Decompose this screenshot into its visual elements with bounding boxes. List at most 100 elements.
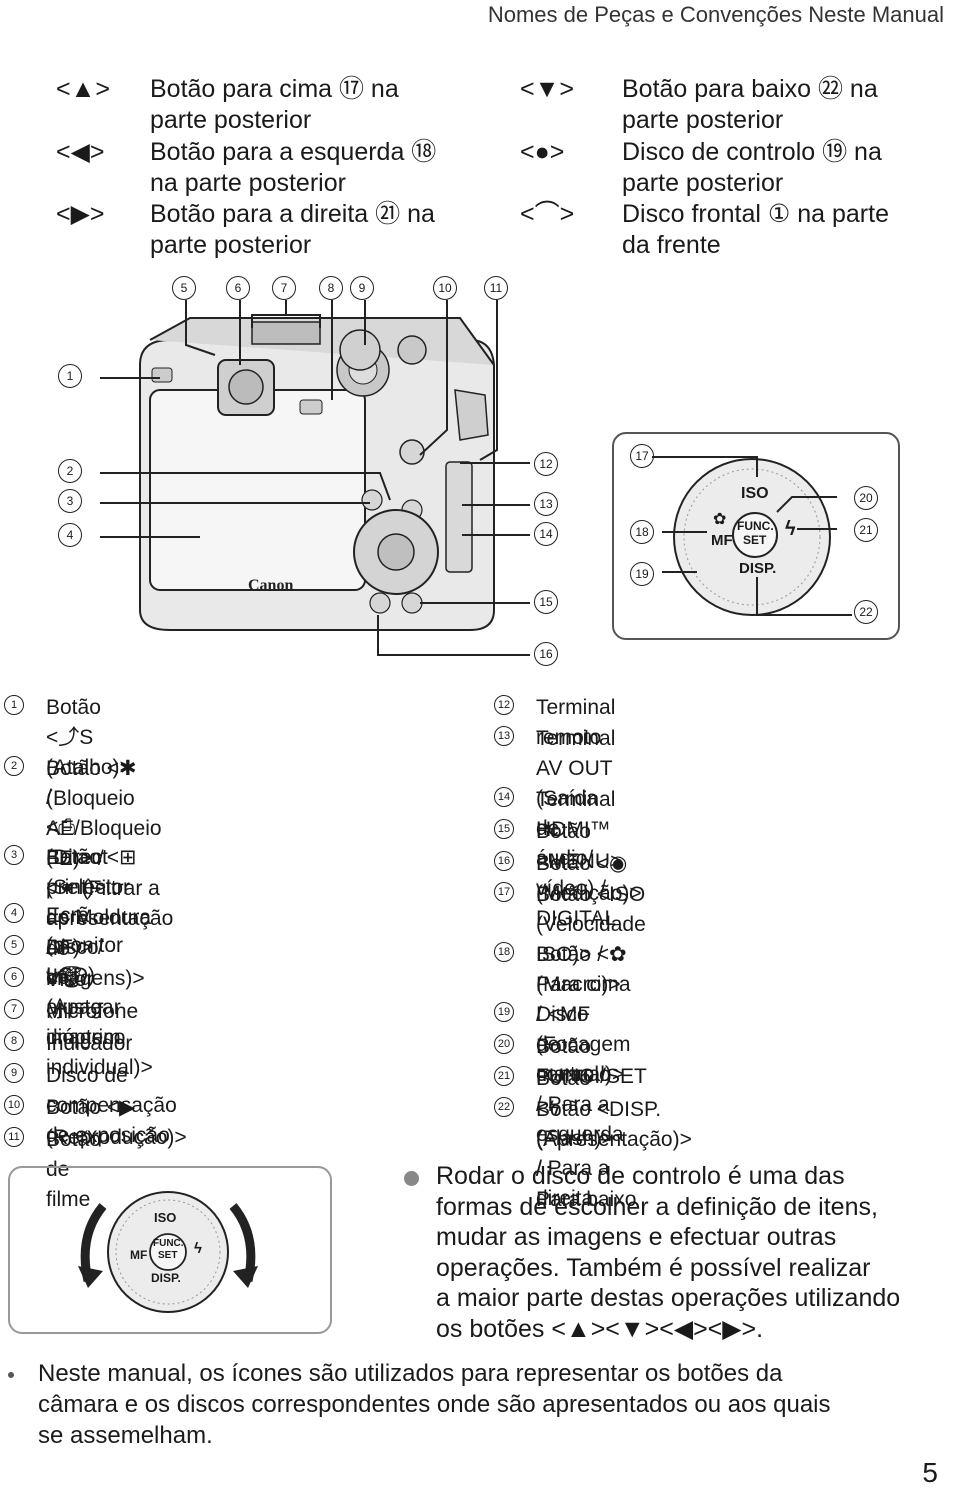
legend-line: Botão para cima ⑰ na: [150, 75, 399, 103]
callout-9: 9: [350, 276, 374, 300]
note-line: Rodar o disco de controlo é uma das: [436, 1162, 845, 1190]
legend-line: Disco de controlo ⑲ na: [622, 138, 882, 166]
part-text: <⎙ (Direct print)>: [46, 816, 108, 899]
part-text: Botão <✱ (Bloqueio AE/Bloqueio FE)> /: [46, 757, 162, 870]
legend-line: na parte posterior: [150, 169, 346, 197]
part-text: <🗑 (Apagar imagem individual)>: [46, 966, 153, 1079]
callout-3: 3: [58, 489, 82, 513]
callout-19: 19: [630, 562, 654, 586]
part-text: Visor: [46, 968, 94, 991]
legend-line: Disco frontal ① na parte: [622, 200, 889, 228]
legend-line: parte posterior: [150, 231, 312, 259]
note-line: a maior parte destas operações utilizand…: [436, 1284, 901, 1312]
part-text: Botão <MENU>: [536, 820, 623, 873]
legend-line: Botão para baixo ㉒ na: [622, 75, 878, 103]
legend-line: parte posterior: [150, 106, 312, 134]
dial-label-func: FUNC.: [737, 519, 774, 533]
part-text: Botão de filme: [46, 1128, 101, 1211]
callout-6: 6: [226, 276, 250, 300]
note-line: formas de escolher a definição de itens,: [436, 1192, 878, 1221]
callout-13: 13: [534, 492, 558, 516]
part-number: 8: [4, 1031, 24, 1051]
part-text: Botão <DISP. (Apresentação)> /: [536, 1098, 692, 1181]
callout-14: 14: [534, 522, 558, 546]
legend-line: Botão para a direita ㉑ na: [150, 200, 435, 228]
running-header: Nomes de Peças e Convenções Neste Manual: [487, 2, 944, 27]
part-text: Indicador: [46, 1032, 133, 1055]
part-text: <⚭ (Filtrar a apresentação: [46, 877, 174, 930]
part-number: 22: [494, 1097, 514, 1117]
note-line: mudar as imagens e efectuar outras: [436, 1223, 837, 1251]
part-text: Disco de compensação de exposição: [46, 1064, 177, 1147]
part-text: Microfone: [46, 1000, 139, 1023]
rotate-right-arrow-icon: [233, 1266, 258, 1288]
dial-label-mf: MF: [130, 1248, 148, 1262]
dial-rotation-panel: [8, 1166, 332, 1334]
part-text: Disco de controlo: [536, 1003, 611, 1086]
control-dial-panel: [612, 432, 900, 640]
part-text: manual)> / Para a esquerda: [536, 1063, 625, 1146]
callout-10: 10: [433, 276, 457, 300]
legend-line: da frente: [622, 231, 721, 259]
dial-label-func: FUNC.: [153, 1238, 184, 1249]
dial-label-set: SET: [743, 533, 767, 547]
part-text: de imagens)>: [46, 937, 145, 990]
camera-back-illustration: Canon: [100, 300, 530, 656]
part-number: 1: [4, 695, 24, 715]
dial-rotation-illustration: [78, 1191, 258, 1313]
right-arrow-icon: <▶>: [56, 200, 105, 228]
part-number: 13: [494, 726, 514, 746]
dial-label-iso: ISO: [154, 1210, 177, 1225]
macro-icon: ✿: [713, 511, 727, 528]
legend-left: <◀> Botão para a esquerda ⑱ na parte post…: [56, 137, 476, 199]
control-dial-closeup: [652, 456, 852, 616]
part-text: Para baixo: [536, 1188, 637, 1211]
part-text: Botão <ISO (Velocidade ISO)> /: [536, 883, 646, 966]
camera-brand-logo: Canon: [248, 577, 293, 594]
rotate-left-arrow-icon: [78, 1266, 103, 1288]
flash-icon: ϟ: [785, 518, 796, 540]
part-text: Botão <ϟ (Flash)> / Para a direita: [536, 1067, 614, 1210]
dial-label-disp: DISP.: [151, 1271, 181, 1285]
up-arrow-icon: <▲>: [56, 75, 110, 103]
part-number: 18: [494, 942, 514, 962]
part-text: Botão <⤴S (Atalho)> /: [46, 696, 132, 809]
bullet-dot-icon: [8, 1372, 14, 1378]
legend-line: parte posterior: [622, 106, 784, 134]
legend-line: Botão para a esquerda ⑱: [150, 138, 437, 166]
note-line: os botões <▲><▼><◀><▶>.: [436, 1314, 764, 1343]
flash-icon: ϟ: [194, 1240, 202, 1257]
part-number: 20: [494, 1034, 514, 1054]
part-text: Botão <▶ (Reprodução)>: [46, 1096, 187, 1149]
callout-18: 18: [630, 520, 654, 544]
note-line: operações. Também é possível realizar: [436, 1253, 871, 1282]
part-text: Disco de ajuste dióptrico: [46, 936, 126, 1049]
part-text: Ecrã (monitor LCD): [46, 904, 124, 987]
dial-label-set: SET: [158, 1250, 178, 1261]
callout-11: 11: [484, 276, 508, 300]
part-text: Terminal remoto: [536, 696, 616, 749]
callout-5: 5: [172, 276, 196, 300]
callout-16: 16: [534, 642, 558, 666]
part-number: 7: [4, 999, 24, 1019]
part-text: vídeo) / DIGITAL: [536, 877, 617, 930]
left-arrow-icon: <◀>: [56, 138, 105, 166]
control-dial-icon: <●>: [520, 138, 565, 166]
part-text: Terminal HDMI™: [536, 788, 616, 841]
part-number: 10: [4, 1095, 24, 1115]
callout-2: 2: [58, 459, 82, 483]
part-number: 4: [4, 903, 24, 923]
callout-22: 22: [854, 600, 878, 624]
part-number: 3: [4, 845, 24, 865]
part-text: Botão FUNC./SET: [536, 1035, 647, 1088]
part-number: 11: [4, 1127, 24, 1147]
callout-1: 1: [58, 364, 82, 388]
part-text: Botão <✿ (Macro)> / <MF (Focagem: [536, 943, 631, 1056]
legend-up: <▲> Botão para cima ⑰ na parte posterior: [56, 74, 456, 136]
dial-label-iso: ISO: [741, 485, 769, 502]
part-number: 5: [4, 935, 24, 955]
part-number: 16: [494, 851, 514, 871]
